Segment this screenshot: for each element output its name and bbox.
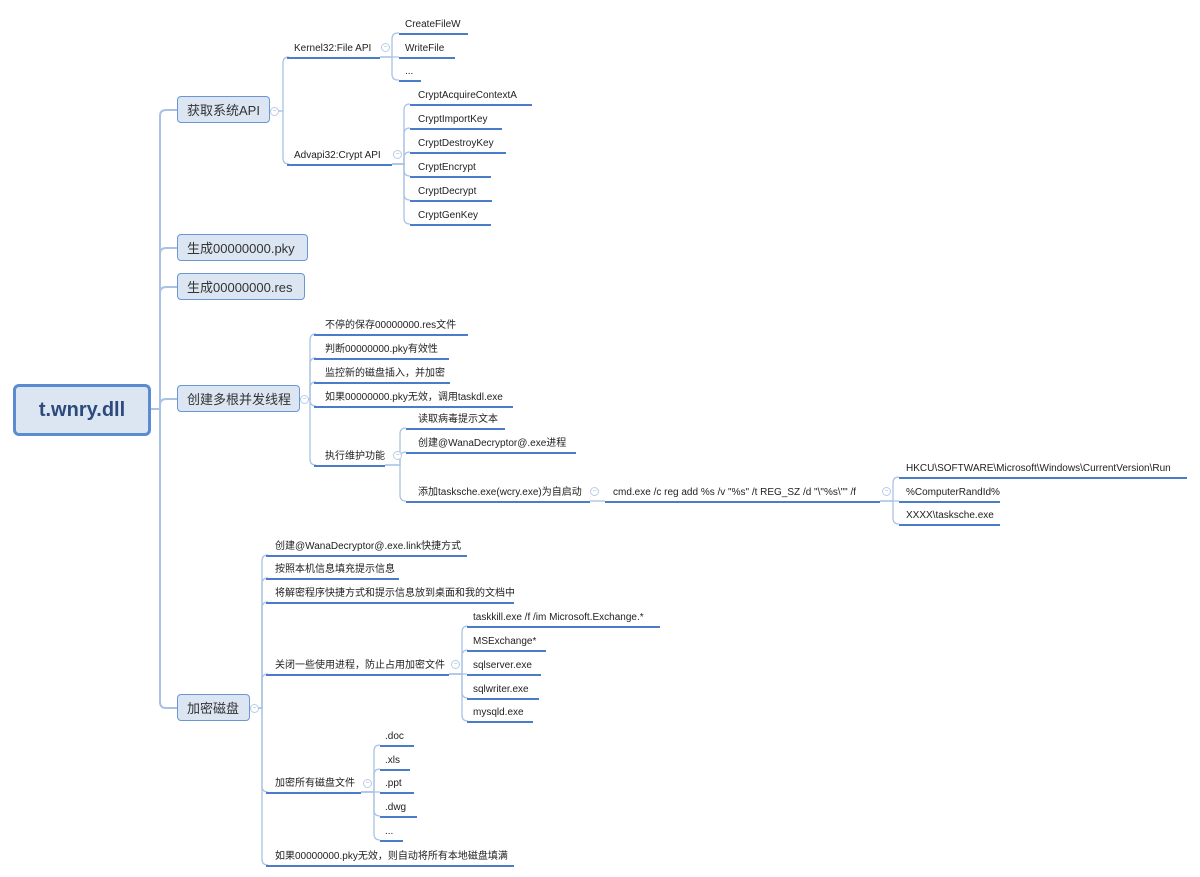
- leaf-reg-arg[interactable]: %ComputerRandId%: [899, 485, 1000, 503]
- connector: [380, 56, 399, 81]
- node-kernel32[interactable]: Kernel32:File API: [287, 41, 380, 59]
- leaf-thread-task[interactable]: 判断00000000.pky有效性: [314, 342, 449, 360]
- leaf-process[interactable]: mysqld.exe: [467, 705, 533, 723]
- connector: [270, 110, 290, 165]
- connector: [250, 601, 269, 709]
- leaf-encrypt-step[interactable]: 创建@WanaDecryptor@.exe.link快捷方式: [266, 539, 467, 557]
- connector: [151, 286, 177, 410]
- node-gen-res[interactable]: 生成00000000.res: [177, 273, 305, 300]
- connector: [880, 500, 900, 525]
- node-autostart[interactable]: 添加tasksche.exe(wcry.exe)为自启动: [406, 485, 590, 503]
- leaf-crypt-api[interactable]: CryptDestroyKey: [410, 136, 506, 154]
- leaf-file-ext[interactable]: .ppt: [380, 776, 414, 794]
- leaf-kernel-more[interactable]: ...: [399, 64, 421, 82]
- leaf-file-ext[interactable]: .dwg: [380, 800, 417, 818]
- leaf-thread-task[interactable]: 监控新的磁盘插入，并加密: [314, 366, 450, 384]
- collapse-icon[interactable]: −: [381, 43, 390, 52]
- node-create-threads[interactable]: 创建多根并发线程: [177, 385, 300, 412]
- node-get-system-api[interactable]: 获取系统API: [177, 96, 270, 123]
- collapse-icon[interactable]: −: [451, 660, 460, 669]
- leaf-encrypt-step[interactable]: 将解密程序快捷方式和提示信息放到桌面和我的文档中: [266, 586, 515, 604]
- leaf-crypt-api[interactable]: CryptEncrypt: [410, 160, 491, 178]
- leaf-process[interactable]: MSExchange*: [467, 634, 546, 652]
- leaf-maintenance-task[interactable]: 创建@WanaDecryptor@.exe进程: [406, 436, 576, 454]
- leaf-file-ext[interactable]: .doc: [380, 729, 414, 747]
- connector: [361, 768, 381, 793]
- node-gen-pky[interactable]: 生成00000000.pky: [177, 234, 308, 261]
- leaf-crypt-api[interactable]: CryptAcquireContextA: [410, 88, 532, 106]
- connector: [270, 56, 290, 112]
- connector: [361, 791, 381, 841]
- node-maintenance[interactable]: 执行维护功能: [314, 449, 385, 467]
- leaf-file-ext[interactable]: .xls: [380, 753, 410, 771]
- collapse-icon[interactable]: −: [270, 107, 279, 116]
- connector: [392, 127, 411, 165]
- connector: [361, 744, 381, 793]
- leaf-crypt-api[interactable]: CryptImportKey: [410, 112, 502, 130]
- collapse-icon[interactable]: −: [590, 487, 599, 496]
- collapse-icon[interactable]: −: [393, 150, 402, 159]
- collapse-icon[interactable]: −: [250, 704, 259, 713]
- connector: [385, 427, 407, 466]
- connector: [151, 408, 177, 709]
- leaf-process[interactable]: sqlserver.exe: [467, 658, 541, 676]
- connector: [392, 163, 411, 225]
- collapse-icon[interactable]: −: [300, 395, 309, 404]
- connector: [380, 32, 399, 58]
- leaf-crypt-api[interactable]: CryptGenKey: [410, 208, 491, 226]
- root-node[interactable]: t.wnry.dll: [13, 384, 151, 436]
- connector: [392, 151, 411, 165]
- connector: [151, 247, 177, 410]
- leaf-reg-arg[interactable]: HKCU\SOFTWARE\Microsoft\Windows\CurrentV…: [899, 461, 1187, 479]
- connector: [392, 163, 411, 201]
- leaf-process[interactable]: taskkill.exe /f /im Microsoft.Exchange.*: [467, 610, 660, 628]
- leaf-encrypt-step[interactable]: 如果00000000.pky无效，则自动将所有本地磁盘填满: [266, 849, 514, 867]
- connector: [392, 163, 411, 177]
- connector: [449, 673, 469, 722]
- leaf-crypt-api[interactable]: CryptDecrypt: [410, 184, 492, 202]
- collapse-icon[interactable]: −: [393, 451, 402, 460]
- leaf-createfilew[interactable]: CreateFileW: [399, 17, 468, 35]
- collapse-icon[interactable]: −: [882, 487, 891, 496]
- leaf-thread-task[interactable]: 不停的保存00000000.res文件: [314, 318, 468, 336]
- node-advapi32[interactable]: Advapi32:Crypt API: [287, 148, 392, 166]
- connector: [385, 464, 407, 502]
- leaf-process[interactable]: sqlwriter.exe: [467, 682, 539, 700]
- collapse-icon[interactable]: −: [363, 779, 372, 788]
- node-encrypt-disk[interactable]: 加密磁盘: [177, 694, 250, 721]
- connector: [392, 103, 411, 165]
- leaf-writefile[interactable]: WriteFile: [399, 41, 455, 59]
- connector: [250, 707, 269, 866]
- leaf-thread-task[interactable]: 如果00000000.pky无效，调用taskdl.exe: [314, 390, 513, 408]
- leaf-maintenance-task[interactable]: 读取病毒提示文本: [406, 412, 505, 430]
- leaf-file-ext[interactable]: ...: [380, 824, 403, 842]
- leaf-encrypt-step[interactable]: 按照本机信息填充提示信息: [266, 562, 399, 580]
- node-encrypt-files[interactable]: 加密所有磁盘文件: [266, 776, 361, 794]
- leaf-reg-arg[interactable]: XXXX\tasksche.exe: [899, 508, 1000, 526]
- node-reg-command[interactable]: cmd.exe /c reg add %s /v "%s" /t REG_SZ …: [605, 485, 880, 503]
- node-kill-processes[interactable]: 关闭一些使用进程，防止占用加密文件: [266, 658, 449, 676]
- connector: [449, 673, 469, 699]
- connector: [250, 673, 269, 709]
- connector: [300, 398, 317, 466]
- connector: [151, 398, 177, 410]
- connector: [880, 476, 900, 502]
- connector: [361, 791, 381, 817]
- connector: [151, 109, 177, 410]
